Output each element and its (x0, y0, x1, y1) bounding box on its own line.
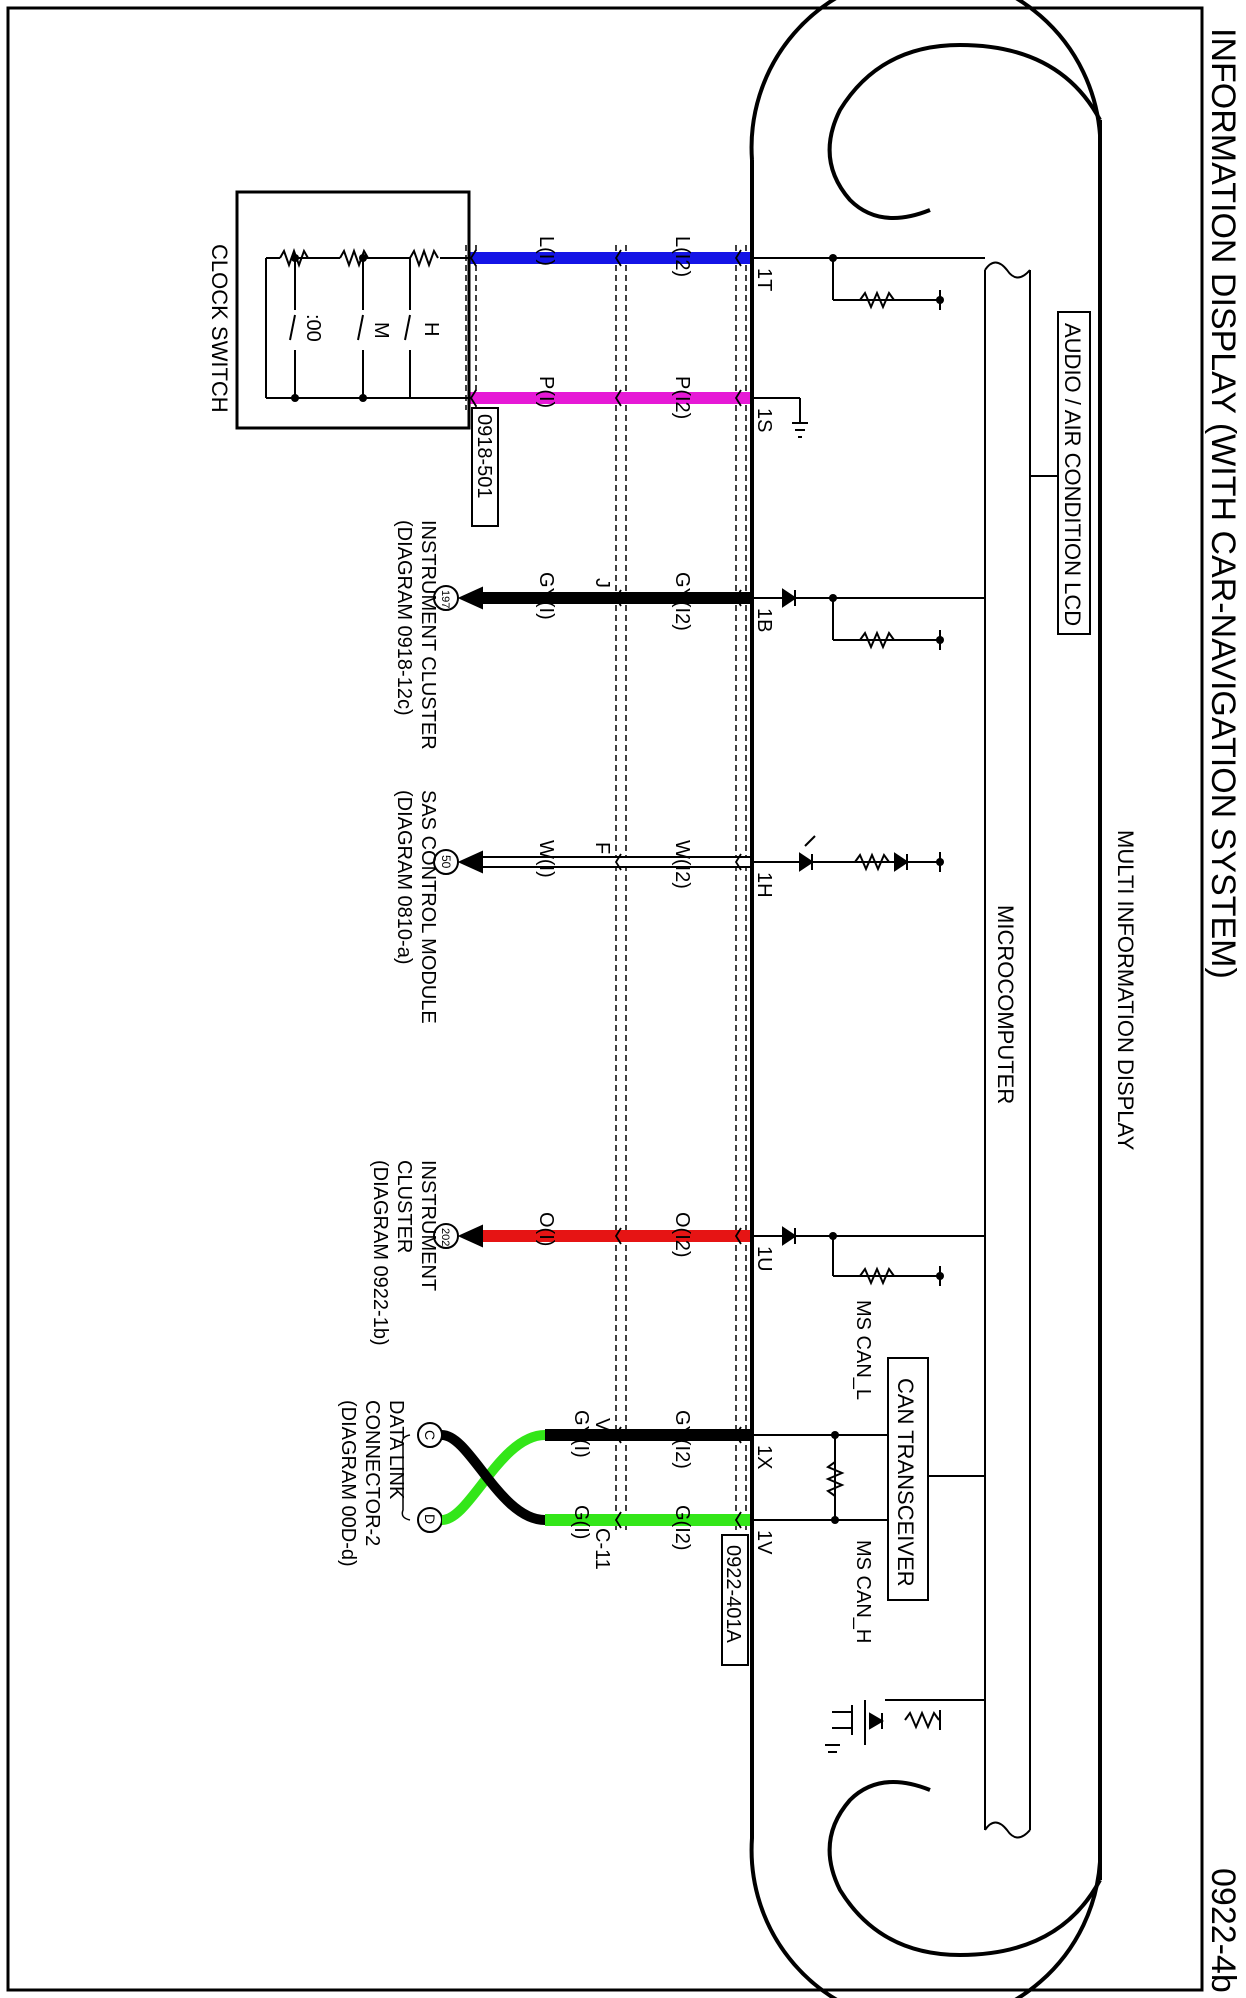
badge-50: 50 (439, 855, 453, 869)
internal-wiring (750, 257, 985, 1745)
splice-C11: C-11 (591, 1528, 613, 1570)
diodes (782, 588, 909, 1246)
pin-1T: 1T (753, 268, 775, 291)
ground-symbols (792, 290, 941, 1753)
connector-chevrons (469, 249, 742, 1529)
led-icon (799, 835, 816, 872)
microcomputer-label: MICROCOMPUTER (993, 905, 1018, 1104)
wire-label-P-i: P(I) (535, 376, 557, 408)
wire-label-GY-i2-1X: GY(I2) (671, 1410, 693, 1469)
module-outline (749, 0, 1102, 1998)
splice-F: F (591, 842, 613, 854)
page-title: INFORMATION DISPLAY (WITH CAR-NAVIGATION… (1204, 28, 1242, 979)
ms-can-h-label: MS CAN_H (852, 1540, 874, 1643)
pin-1S: 1S (753, 408, 775, 432)
wire-label-W-i: W(I) (535, 840, 557, 878)
clock-switch-label: CLOCK SWITCH (207, 244, 232, 413)
switch-H-label: H (420, 322, 442, 336)
badge-197: 197 (439, 590, 451, 608)
badge-D: D (422, 1514, 438, 1524)
connector-box-0922-401A (721, 1534, 749, 1666)
switch-00-label: :00 (302, 314, 324, 342)
wire-label-W-i2: W(I2) (671, 840, 693, 889)
clock-switch-dots (291, 254, 367, 402)
page-code: 0922-4b (1204, 1868, 1242, 1993)
microcomputer-bar (984, 261, 1031, 1839)
dest-cluster2-label3: (DIAGRAM 0922-1b) (369, 1160, 391, 1346)
dest-dlc-label2: CONNECTOR-2 (361, 1400, 383, 1546)
dest-cluster2-label1: INSTRUMENT (417, 1160, 439, 1291)
wire-label-GY-i-1X: GY(I) (570, 1410, 592, 1458)
wire-label-P-i2: P(I2) (671, 376, 693, 419)
dest-sas-label2: (DIAGRAM 0810-a) (393, 790, 415, 965)
module-name: MULTI INFORMATION DISPLAY (1113, 830, 1138, 1151)
connector-0922-401A: 0922-401A (722, 1545, 744, 1644)
wire-label-G-i: G(I) (570, 1505, 592, 1539)
badge-C: C (422, 1430, 438, 1440)
dest-cluster1-label1: INSTRUMENT CLUSTER (417, 520, 439, 750)
lcd-box (1057, 311, 1091, 635)
dest-dlc-label1: DATA LINK (385, 1400, 407, 1500)
dest-badges (417, 585, 459, 1533)
junction-dots (829, 254, 944, 1524)
clock-switch-circuit (265, 248, 469, 399)
pin-1H: 1H (753, 872, 775, 898)
resistors (825, 290, 940, 1730)
can-transceiver-label: CAN TRANSCEIVER (893, 1378, 918, 1587)
clock-switch-box (235, 190, 471, 430)
dest-cluster1-label2: (DIAGRAM 0918-12c) (393, 520, 415, 716)
wire-label-GY-i-1B: GY(I) (535, 572, 557, 620)
switch-M-label: M (370, 322, 392, 339)
wire-label-O-i: O(I) (535, 1212, 557, 1246)
harness-shields (465, 245, 747, 1530)
wire-label-L-i2: L(I2) (671, 236, 693, 277)
wire-label-GY-i2-1B: GY(I2) (671, 572, 693, 631)
pin-1U: 1U (753, 1246, 775, 1272)
dest-dlc-label3: (DIAGRAM 00D-d) (337, 1400, 359, 1567)
pin-1X: 1X (753, 1445, 775, 1469)
badge-202: 202 (439, 1228, 451, 1246)
dest-arrows (457, 586, 483, 1248)
splice-J: J (591, 578, 613, 588)
wire-label-L-i: L(I) (535, 236, 557, 266)
can-transceiver-box (887, 1357, 929, 1601)
pin-1B: 1B (753, 608, 775, 632)
dest-sas-label1: SAS CONTROL MODULE (417, 790, 439, 1024)
wire-label-G-i2: G(I2) (671, 1505, 693, 1551)
ms-can-l-label: MS CAN_L (852, 1300, 874, 1400)
transistor-icon (832, 1700, 884, 1745)
twisted-pair (440, 1430, 546, 1525)
page-border (6, 6, 1204, 1992)
pin-1V: 1V (753, 1530, 775, 1555)
splice-V: V (591, 1418, 613, 1432)
connector-box-0918-501 (471, 407, 499, 527)
dest-cluster2-label2: CLUSTER (393, 1160, 415, 1253)
lcd-label: AUDIO / AIR CONDITION LCD (1060, 323, 1085, 626)
wire-label-O-i2: O(I2) (671, 1212, 693, 1258)
dlc-bracket (401, 1434, 411, 1521)
connector-0918-501: 0918-501 (473, 414, 495, 499)
